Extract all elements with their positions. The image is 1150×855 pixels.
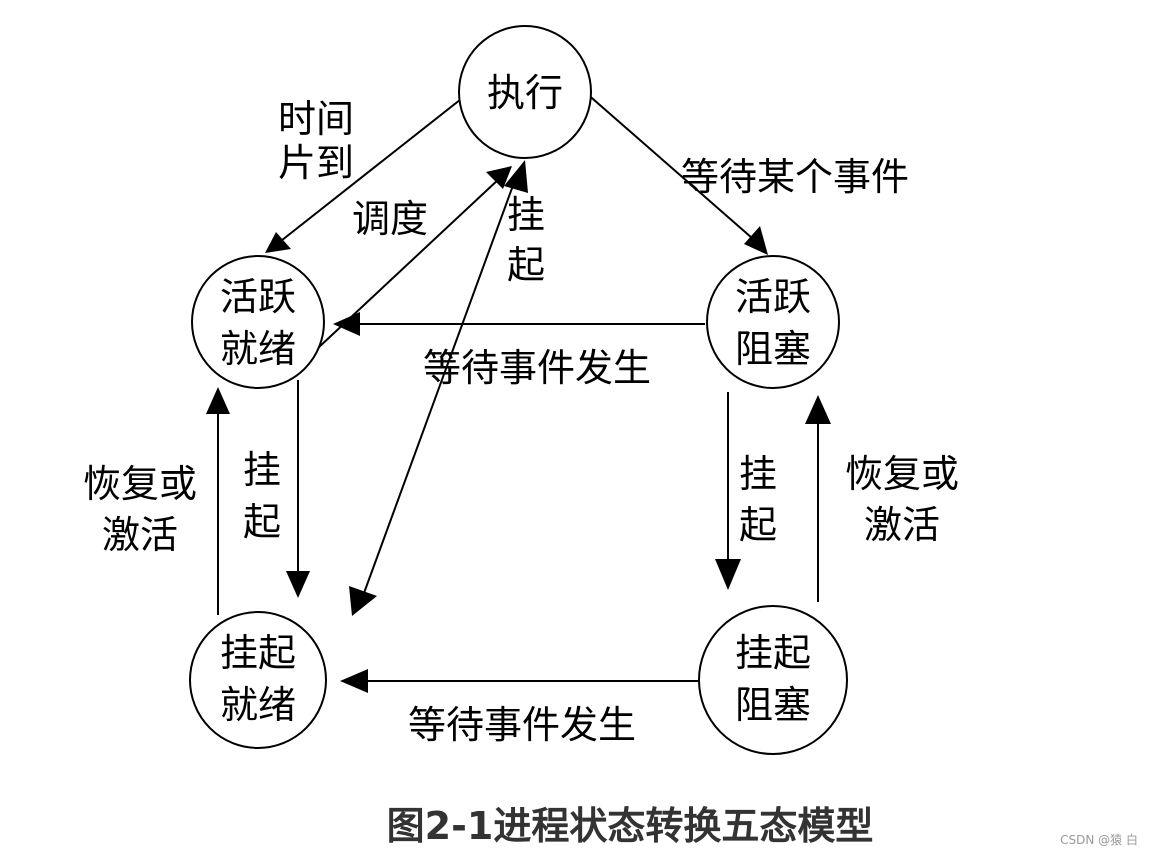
edge-suspend-right-arrowhead: [715, 559, 741, 590]
edge-wait-event: [584, 91, 761, 246]
edge-resume-right-arrowhead: [805, 395, 831, 424]
edge-dispatch-label: 调度: [352, 197, 428, 241]
edge-dispatch-arrowhead: [486, 166, 512, 189]
node-suspended-blocked-label-line1: 挂起: [735, 631, 811, 675]
edge-resume-right-label-line1: 恢复或: [845, 452, 959, 496]
node-active-ready-label-line1: 活跃: [220, 275, 296, 319]
edge-suspend-exec: [359, 179, 516, 605]
edge-suspend-left-label-line1: 挂: [243, 448, 281, 492]
node-active-blocked-label-line1: 活跃: [735, 275, 811, 319]
edge-suspend-exec-top-arrowhead: [504, 160, 528, 193]
node-active-blocked: [706, 255, 840, 389]
node-suspended-ready-label-line2: 就绪: [220, 683, 296, 727]
node-suspended-blocked: [698, 605, 848, 755]
edge-timeslice-arrowhead: [265, 232, 291, 253]
node-active-ready-label-line2: 就绪: [220, 327, 296, 371]
edge-timeslice-label-line1: 时间: [278, 97, 354, 141]
node-suspended-blocked-label-line2: 阻塞: [735, 683, 811, 727]
edge-event-top-label: 等待事件发生: [423, 346, 651, 390]
edge-suspend-right-label-line2: 起: [739, 503, 777, 547]
edge-resume-left-label-line1: 恢复或: [83, 462, 197, 506]
edge-suspend-exec-bottom-arrowhead: [349, 586, 377, 616]
edge-resume-left-arrowhead: [206, 387, 230, 414]
figure-caption: 图2-1进程状态转换五态模型: [386, 804, 874, 848]
edge-suspend-right-label-line1: 挂: [739, 452, 777, 496]
edge-suspend-exec-label-line1: 挂: [507, 193, 545, 237]
edge-suspend-left-label-line2: 起: [243, 500, 281, 544]
node-active-ready: [191, 255, 325, 389]
node-executing: [458, 25, 592, 159]
edge-timeslice: [271, 91, 471, 249]
edge-wait-event-label: 等待某个事件: [681, 155, 909, 199]
edge-suspend-left-arrowhead: [286, 571, 310, 598]
edge-event-bottom-label: 等待事件发生: [408, 703, 636, 747]
edge-suspend-exec-label-line2: 起: [507, 243, 545, 287]
watermark: CSDN @猿 白: [1060, 833, 1138, 847]
edge-wait-event-arrowhead: [744, 226, 768, 255]
edge-event-bottom-arrowhead: [340, 669, 368, 693]
node-active-blocked-label-line2: 阻塞: [735, 327, 811, 371]
node-suspended-ready-label-line1: 挂起: [220, 631, 296, 675]
node-suspended-ready: [189, 611, 327, 749]
edge-resume-right-label-line2: 激活: [864, 503, 940, 547]
node-executing-label: 执行: [487, 71, 563, 115]
edge-event-top-arrowhead: [333, 312, 360, 336]
edge-timeslice-label-line2: 片到: [278, 141, 354, 185]
edge-resume-left-label-line2: 激活: [102, 513, 178, 557]
